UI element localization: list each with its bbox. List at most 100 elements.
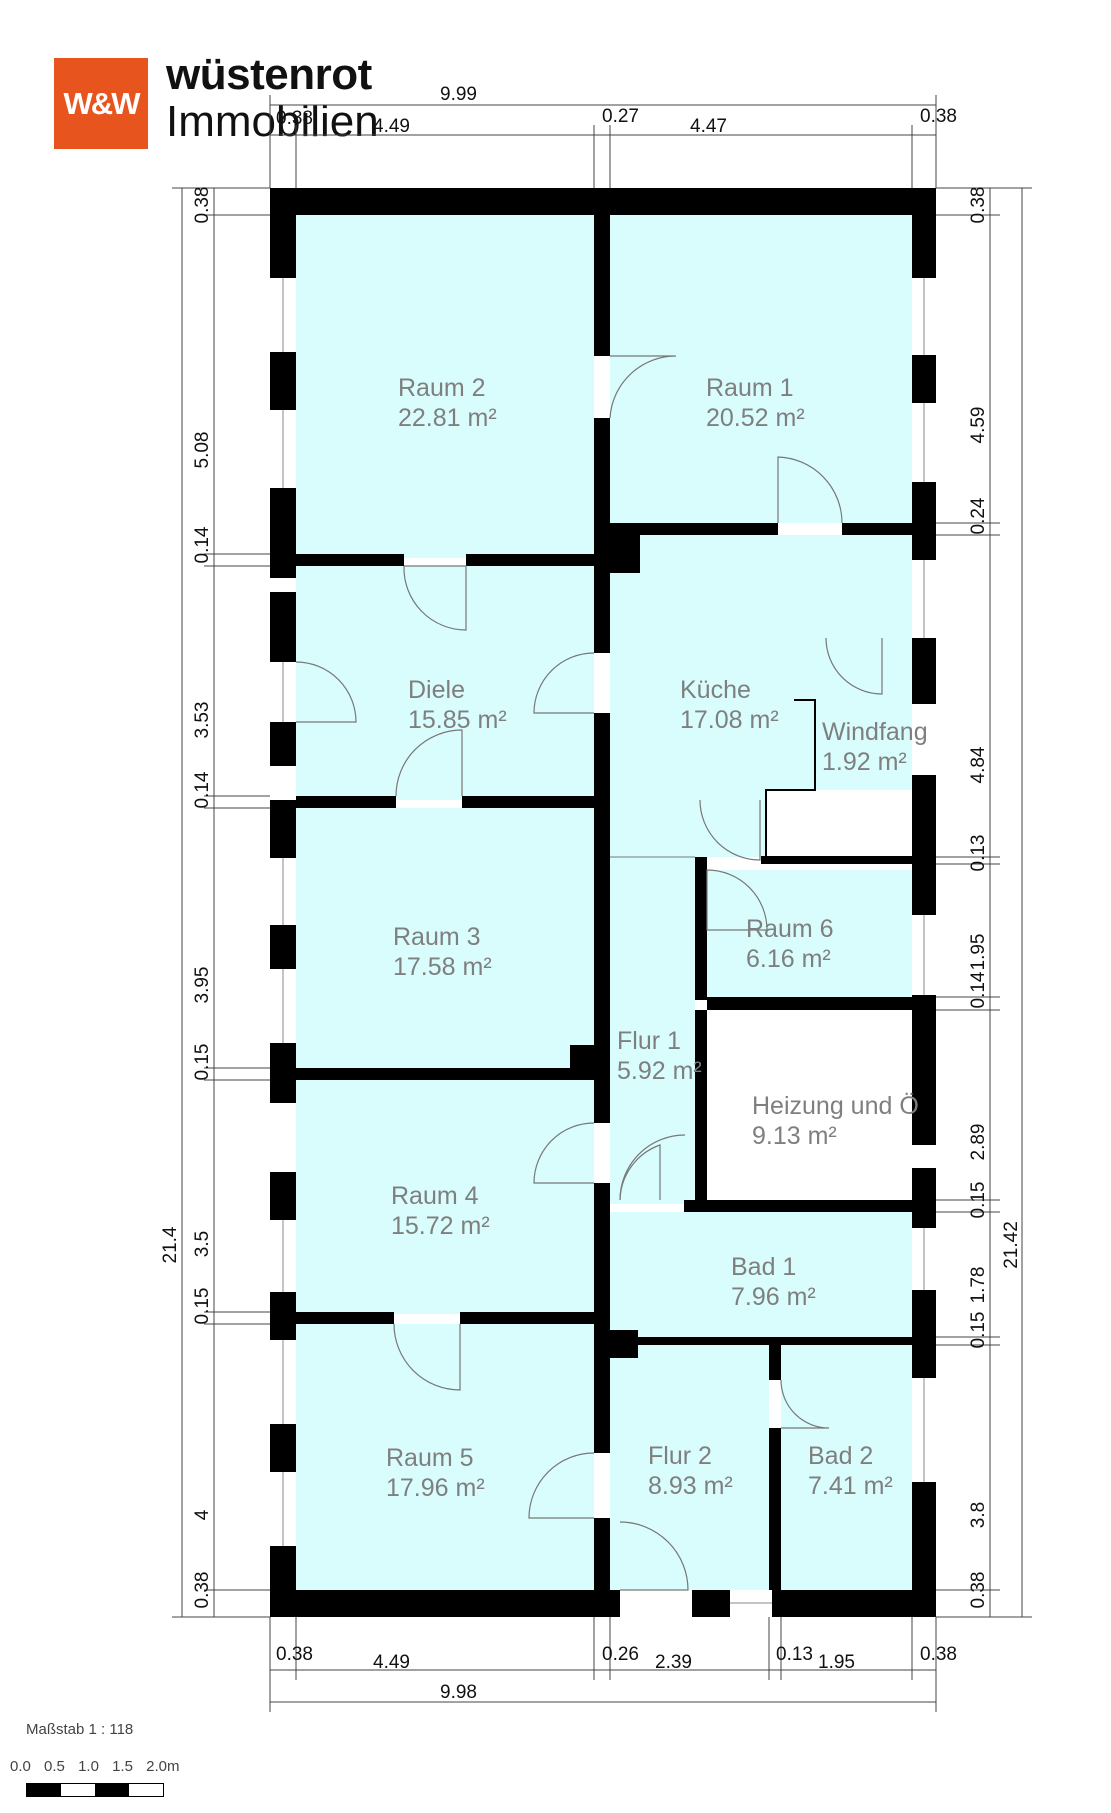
room-name-bad-1: Bad 1 (731, 1253, 796, 1281)
dim-top-0: 0.38 (276, 108, 313, 129)
room-fill-raum-5 (296, 1324, 594, 1590)
dim-right-total: 21.42 (1001, 1221, 1022, 1269)
dim-top-2: 0.27 (602, 106, 639, 127)
scale-tick: 0.0 (10, 1758, 31, 1775)
wall-raum3-raum4 (296, 1068, 594, 1080)
wall-outer-left-5 (270, 722, 296, 766)
room-name-kueche: Küche (680, 676, 751, 704)
wall-raum4-raum5-a (296, 1312, 394, 1324)
wall-center-4 (594, 1183, 610, 1453)
wall-outer-right-3 (912, 482, 936, 560)
room-area-raum-1: 20.52 m² (706, 404, 805, 432)
wall-center-1 (594, 188, 610, 356)
wall-center-3 (594, 713, 610, 1123)
svg-text:5.08: 5.08 (192, 432, 213, 469)
wall-outer-bottom-left (270, 1590, 620, 1617)
door-raum1-kueche (777, 456, 843, 524)
room-fill-heizung (707, 1010, 912, 1200)
svg-text:3.53: 3.53 (192, 702, 213, 739)
svg-text:2.89: 2.89 (968, 1124, 989, 1161)
svg-text:0.38: 0.38 (192, 1572, 213, 1609)
svg-text:0.15: 0.15 (192, 1288, 213, 1325)
room-area-raum-6: 6.16 m² (746, 945, 831, 973)
svg-text:3.8: 3.8 (968, 1502, 989, 1528)
scale-title: Maßstab 1 : 118 (26, 1721, 134, 1738)
wall-outer-right-6 (912, 995, 936, 1145)
walls (270, 188, 936, 1617)
wall-diele-raum3-a (296, 796, 396, 808)
wall-raum2-diele-a (296, 554, 404, 566)
room-area-kueche: 17.08 m² (680, 706, 779, 734)
room-fill-raum-4 (296, 1080, 594, 1314)
room-fill-raum-6 (707, 870, 912, 997)
scale-tick: 2.0m (146, 1758, 180, 1775)
dim-bottom-4: 0.13 (776, 1644, 813, 1665)
door-raum6 (706, 869, 768, 931)
room-name-flur-2: Flur 2 (648, 1442, 712, 1470)
room-name-raum-2: Raum 2 (398, 374, 486, 402)
wall-column-1 (610, 535, 640, 573)
room-name-raum-5: Raum 5 (386, 1444, 474, 1472)
room-area-windfang: 1.92 m² (822, 748, 907, 776)
windfang-partition (765, 699, 816, 860)
svg-text:4.59: 4.59 (968, 407, 989, 444)
dim-bottom-5: 1.95 (818, 1652, 855, 1673)
room-fill-diele (296, 566, 594, 800)
dim-bottom-2: 0.26 (602, 1644, 639, 1665)
svg-text:3.5: 3.5 (192, 1231, 213, 1257)
wall-center-5 (594, 1518, 610, 1603)
svg-text:3.95: 3.95 (192, 967, 213, 1004)
room-fill-flur-1 (610, 857, 695, 1204)
room-name-diele: Diele (408, 676, 465, 704)
wall-raum1-kueche-a (610, 523, 778, 535)
wall-outer-left-8 (270, 1043, 296, 1103)
dim-bottom-3: 2.39 (655, 1652, 692, 1673)
dim-top-4: 0.38 (920, 106, 957, 127)
room-fill-raum-2 (296, 213, 594, 558)
wall-outer-right-9 (912, 1482, 936, 1616)
svg-text:0.14: 0.14 (192, 771, 213, 808)
scale-tick: 1.5 (112, 1758, 133, 1775)
wall-bad1-flur2 (610, 1337, 912, 1345)
wall-raum1-kueche-b (842, 523, 912, 535)
door-raum1 (609, 355, 677, 419)
room-area-raum-4: 15.72 m² (391, 1212, 490, 1240)
door-raum5-top (393, 1323, 461, 1391)
wall-outer-left-9 (270, 1172, 296, 1220)
dim-bottom-total: 9.98 (440, 1682, 477, 1703)
wall-raum6-heizung (707, 997, 912, 1010)
svg-text:0.38: 0.38 (968, 1572, 989, 1609)
wall-outer-bottom-mid (692, 1590, 730, 1617)
svg-text:0.38: 0.38 (192, 187, 213, 224)
wall-outer-right-5 (912, 775, 936, 915)
room-area-bad-1: 7.96 m² (731, 1283, 816, 1311)
door-raum5 (528, 1452, 595, 1519)
room-area-bad-2: 7.41 m² (808, 1472, 893, 1500)
dim-top-3: 4.47 (690, 116, 727, 137)
doors (295, 355, 883, 1591)
wall-outer-right-8 (912, 1290, 936, 1378)
dims-right: 0.38 4.59 0.24 4.84 0.13 1.95 0.14 2.89 … (968, 187, 1022, 1609)
wall-outer-left-6 (270, 800, 296, 858)
room-labels: Raum 2 22.81 m² Raum 1 20.52 m² Diele 15… (386, 374, 928, 1502)
svg-text:1.95: 1.95 (968, 934, 989, 971)
wall-diele-raum3-b (462, 796, 594, 808)
room-area-flur-1: 5.92 m² (617, 1057, 702, 1085)
dim-bottom-6: 0.38 (920, 1644, 957, 1665)
room-name-raum-3: Raum 3 (393, 923, 481, 951)
room-area-flur-2: 8.93 m² (648, 1472, 733, 1500)
wall-flur1-raum6 (695, 857, 707, 1000)
svg-text:0.24: 0.24 (968, 497, 989, 534)
door-heizung-b (619, 1144, 661, 1201)
room-fill-bad-2 (781, 1345, 912, 1590)
svg-text:0.13: 0.13 (968, 835, 989, 872)
door-diele-left (295, 661, 357, 723)
room-name-windfang: Windfang (822, 718, 928, 746)
door-diele-kueche (533, 652, 595, 714)
dim-left-total: 21.4 (160, 1226, 181, 1263)
brand-name-line1: wüstenrot (166, 50, 372, 99)
room-fills (296, 213, 912, 1590)
wall-raum4-raum5-b (460, 1312, 594, 1324)
wall-outer-right-1 (912, 188, 936, 278)
